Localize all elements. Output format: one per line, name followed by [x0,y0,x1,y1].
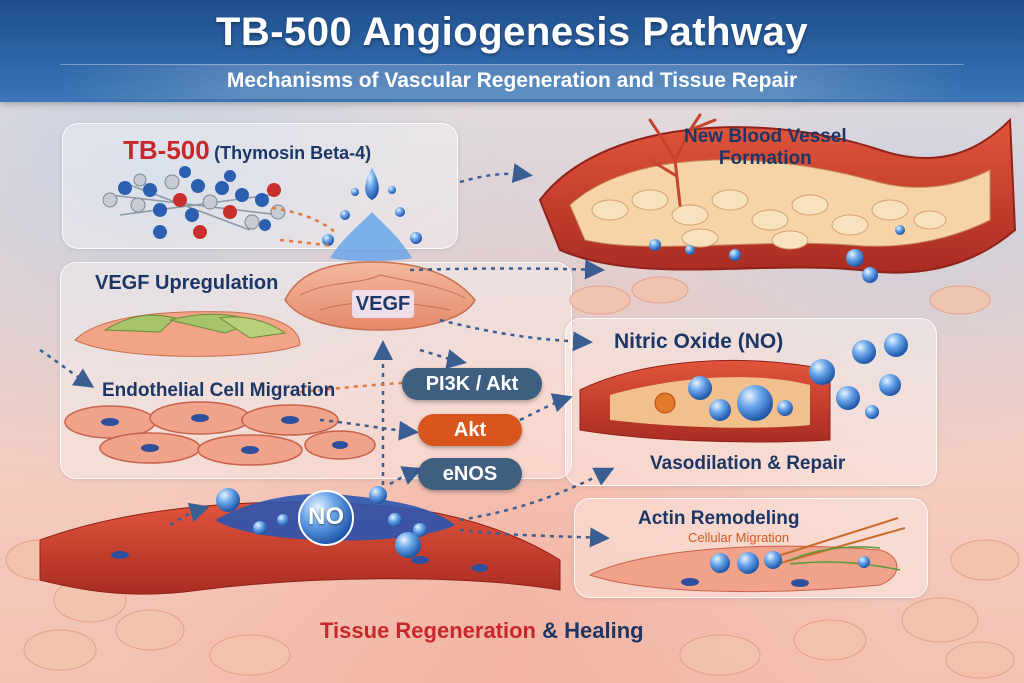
tissue-regeneration-label: Tissue Regeneration & Healing [320,618,644,644]
new-blood-vessel-illustration [538,113,1017,283]
header-banner [0,0,1024,102]
splash-droplet-icon [322,168,422,261]
actin-remodeling-illustration [588,517,906,593]
new-vessel-label-line1: New Blood Vessel [684,126,847,147]
page-subtitle: Mechanisms of Vascular Regeneration and … [226,69,798,92]
pi3k-akt-pill: PI3K / Akt [402,368,542,400]
no-release-vessel-illustration [39,486,561,595]
nitric-oxide-vessel-illustration [579,333,908,443]
tb500-full-name: (Thymosin Beta-4) [214,143,372,163]
endothelial-cells-illustration [64,401,376,466]
no-bubble-label: NO [308,503,344,530]
subtitle-bar [60,64,964,99]
vegf-cells-illustration [74,311,301,357]
tissue-cells-background [5,276,1020,679]
actin-remodeling-label: Actin Remodeling [638,508,800,529]
tb500-name: TB-500 [123,135,210,165]
enos-pill: eNOS [418,458,522,490]
akt-pill: Akt [418,414,522,446]
protein-molecule-icon [102,166,286,239]
pathway-arrows [39,163,615,548]
tissue-regen-text: Tissue Regeneration [320,618,536,643]
vasodilation-label: Vasodilation & Repair [650,453,846,474]
tb500-title: TB-500 (Thymosin Beta-4) [123,135,371,166]
no-bubble-icon [298,490,354,546]
vegf-tag: VEGF [352,290,414,318]
cellular-migration-label: Cellular Migration [688,530,790,545]
endothelial-migration-label: Endothelial Cell Migration [102,380,336,401]
healing-text: & Healing [542,618,644,643]
vegf-upregulation-label: VEGF Upregulation [95,272,279,294]
new-vessel-label: New Blood Vessel Formation [684,126,847,170]
pathway-arrows-orange [271,206,403,394]
page-title: TB-500 Angiogenesis Pathway [215,10,809,54]
new-vessel-label-line2: Formation [718,148,812,169]
nitric-oxide-label: Nitric Oxide (NO) [614,330,784,353]
